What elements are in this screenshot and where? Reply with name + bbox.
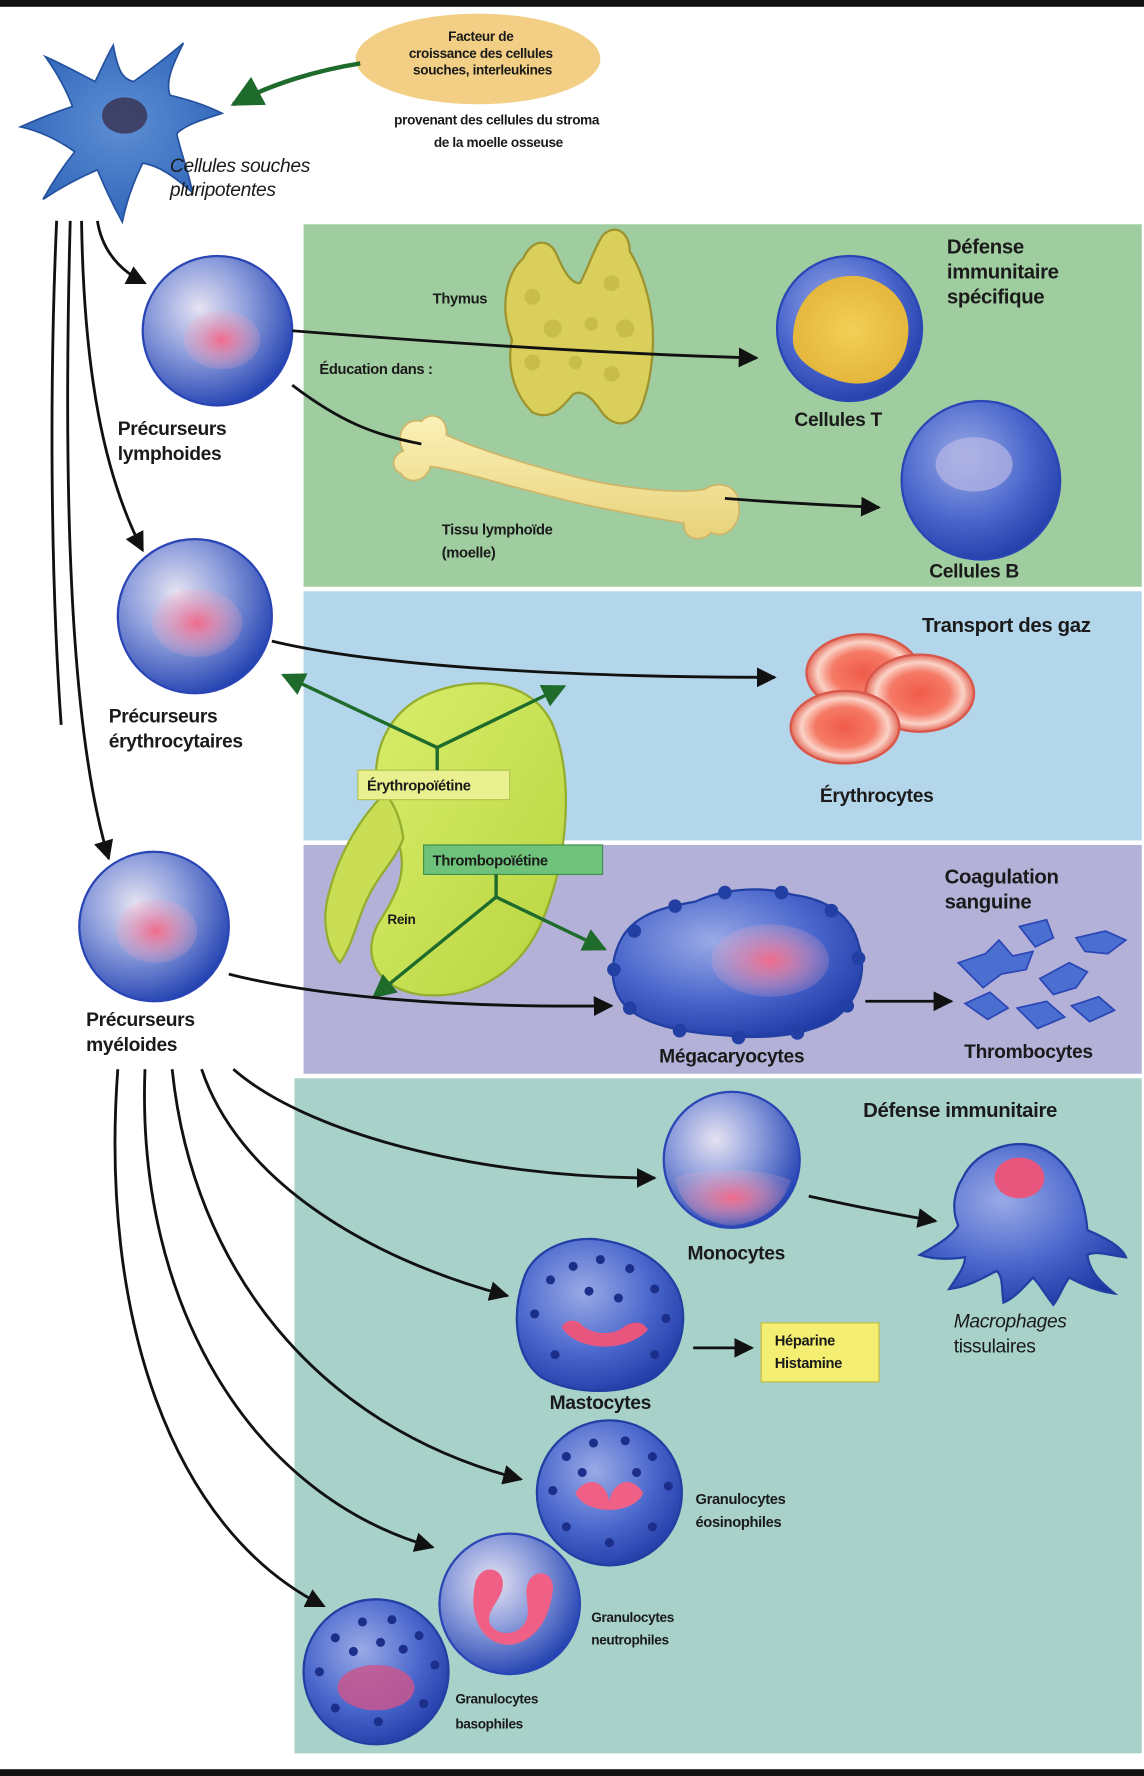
gas-transport-title: Transport des gaz (922, 615, 1091, 637)
lymphoid-precursor (143, 256, 293, 406)
stem-label-line-2: pluripotentes (169, 180, 277, 201)
coagulation-title-line-2: sanguine (945, 891, 1032, 913)
bottom-black-bar (0, 1769, 1144, 1776)
thrombopoietin-label: Thrombopoïétine (433, 853, 548, 869)
myeloid-label-line-2: myéloides (86, 1035, 177, 1056)
mediators-box: Héparine Histamine (761, 1323, 879, 1382)
specific-title-line-1: Défense (947, 237, 1024, 259)
kidney-label: Rein (387, 912, 415, 927)
megakaryocytes-label: Mégacaryocytes (659, 1046, 804, 1067)
monocytes-label: Monocytes (687, 1244, 785, 1265)
monocyte (664, 1092, 800, 1228)
erythropoietin-label-box: Érythropoïétine (358, 770, 510, 799)
eosinophils-line-2: éosinophiles (695, 1515, 781, 1531)
stem-cell-nucleus (102, 97, 147, 133)
immunity-title: Défense immunitaire (863, 1100, 1057, 1122)
education-label: Éducation dans : (319, 361, 432, 378)
lymphoid-label-line-1: Précurseurs (118, 419, 227, 440)
factor-line-2: croissance des cellules (409, 46, 553, 61)
lymphoid-tissue-line-2: (moelle) (442, 545, 496, 561)
t-cell (777, 256, 922, 401)
neutrophils-line-2: neutrophiles (591, 1633, 668, 1648)
myeloid-label-line-1: Précurseurs (86, 1010, 195, 1031)
lymphoid-label-line-2: lymphoides (118, 444, 222, 465)
mastocytes-label: Mastocytes (550, 1393, 651, 1414)
erythroid-precursor (118, 539, 272, 693)
myeloid-precursor (79, 852, 229, 1002)
macrophages-line-2: tissulaires (954, 1336, 1036, 1357)
thymus-label: Thymus (433, 292, 488, 308)
basophil (304, 1599, 449, 1744)
basophils-line-2: basophiles (455, 1716, 523, 1731)
stroma-line-1: provenant des cellules du stroma (394, 113, 600, 128)
lymphoid-tissue-line-1: Tissu lymphoïde (442, 523, 553, 539)
factor-line-1: Facteur de (448, 29, 514, 44)
b-cell (902, 401, 1061, 560)
heparin-label: Héparine (775, 1334, 835, 1350)
thrombopoietin-label-box: Thrombopoïétine (424, 845, 603, 874)
thrombocytes-label: Thrombocytes (964, 1042, 1093, 1063)
eosinophil (537, 1420, 682, 1565)
neutrophils-line-1: Granulocytes (591, 1610, 674, 1625)
erythrocytes-label: Érythrocytes (820, 785, 934, 807)
coagulation-title-line-1: Coagulation (945, 866, 1059, 888)
histamine-label: Histamine (775, 1356, 842, 1372)
b-cells-label: Cellules B (929, 562, 1019, 583)
top-black-bar (0, 0, 1144, 7)
eosinophils-line-1: Granulocytes (695, 1492, 785, 1508)
erythroid-label-line-2: érythrocytaires (109, 732, 243, 753)
neutrophil (439, 1534, 579, 1674)
specific-title-line-2: immunitaire (947, 262, 1059, 284)
specific-title-line-3: spécifique (947, 287, 1044, 309)
basophils-line-1: Granulocytes (455, 1692, 538, 1707)
t-cells-label: Cellules T (794, 410, 882, 431)
erythroid-label-line-1: Précurseurs (109, 707, 218, 728)
growth-factor-bubble: Facteur de croissance des cellules souch… (356, 14, 601, 105)
stroma-line-2: de la moelle osseuse (434, 135, 564, 150)
stem-label-line-1: Cellules souches (170, 156, 311, 177)
factor-line-3: souches, interleukines (413, 63, 552, 78)
erythropoietin-label: Érythropoïétine (367, 778, 471, 795)
macrophages-line-1: Macrophages (954, 1311, 1068, 1332)
